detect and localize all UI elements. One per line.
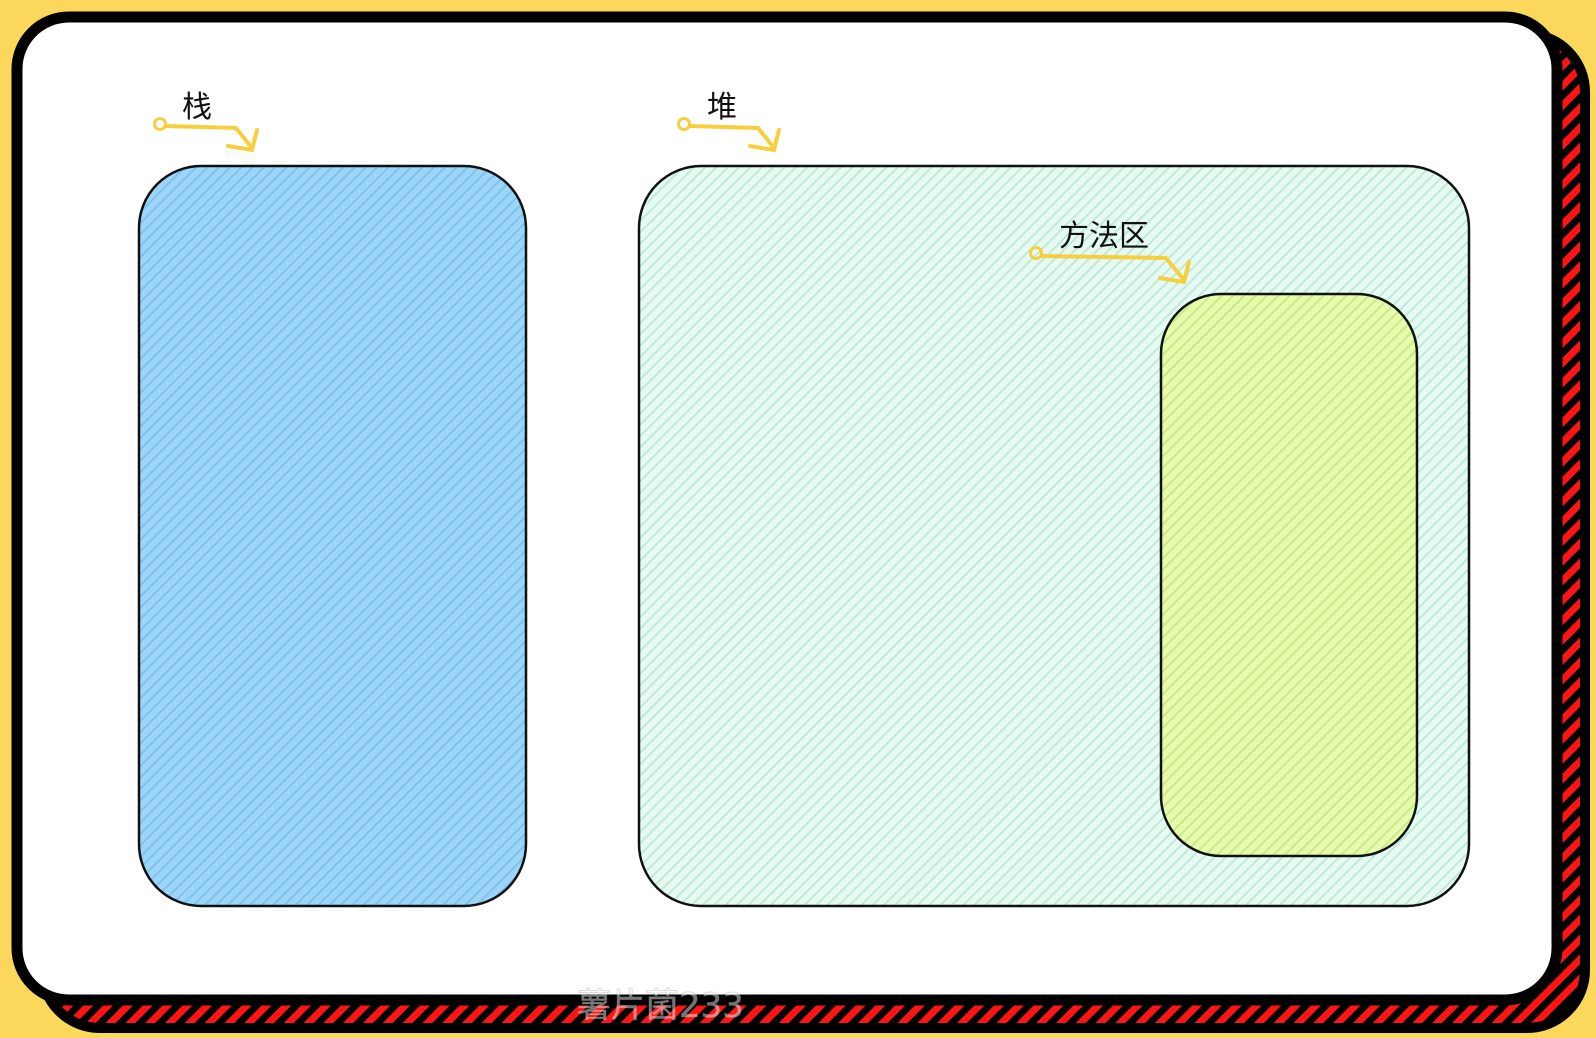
heap-label: 堆 xyxy=(707,90,737,125)
watermark: 薯片菌233 xyxy=(577,986,744,1026)
heap-arrow-icon xyxy=(677,117,781,153)
method-area-box xyxy=(1159,292,1419,858)
stack-arrow-icon xyxy=(153,117,259,153)
method-area-arrow-icon xyxy=(1029,246,1191,285)
method-area-label: 方法区 xyxy=(1059,219,1149,254)
stack-label: 栈 xyxy=(182,90,212,125)
stack-box xyxy=(137,164,528,908)
